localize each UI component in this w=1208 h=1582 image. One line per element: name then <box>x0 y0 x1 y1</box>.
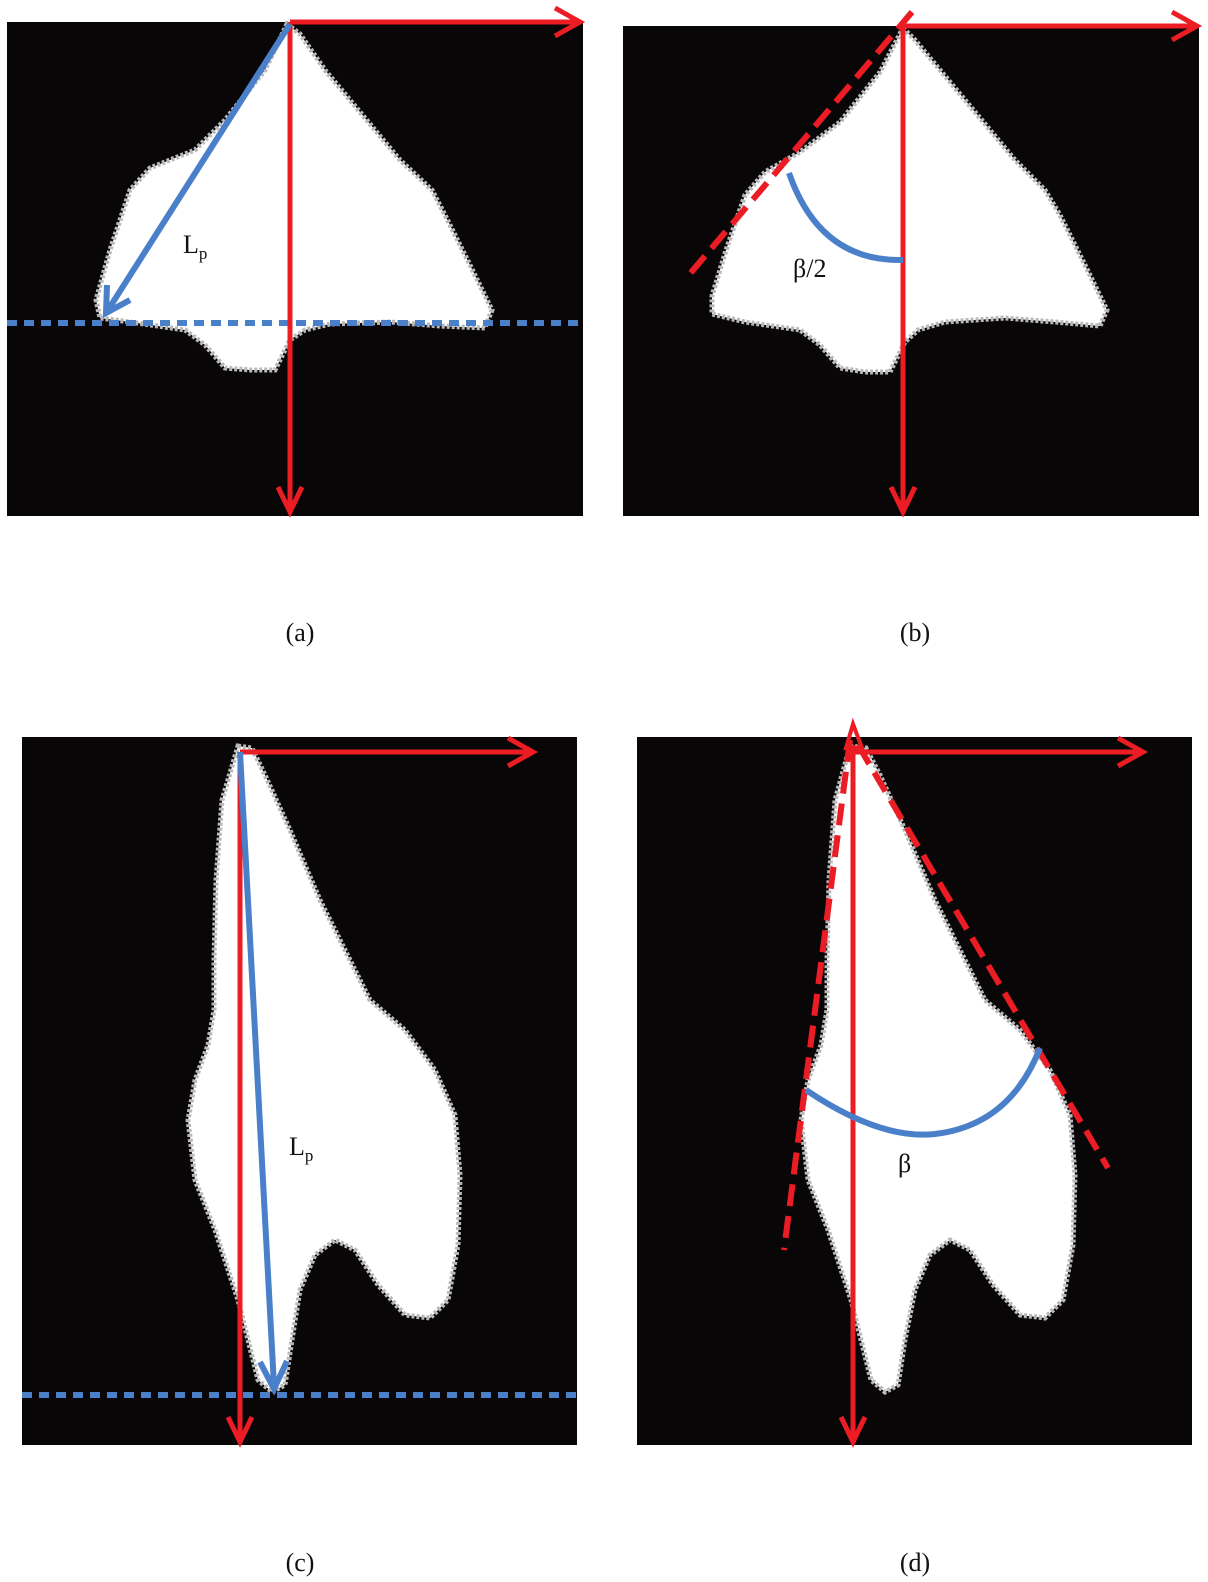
panel-a-caption: (a) <box>285 618 315 647</box>
panel-a-image <box>7 22 583 516</box>
panel-c-caption: (c) <box>285 1548 315 1577</box>
panel-b-image <box>623 26 1199 516</box>
panel-c-image <box>22 737 577 1445</box>
panel-d-caption: (d) <box>899 1548 931 1577</box>
panel-b-caption: (b) <box>899 618 931 647</box>
panel-d-image <box>637 737 1192 1445</box>
